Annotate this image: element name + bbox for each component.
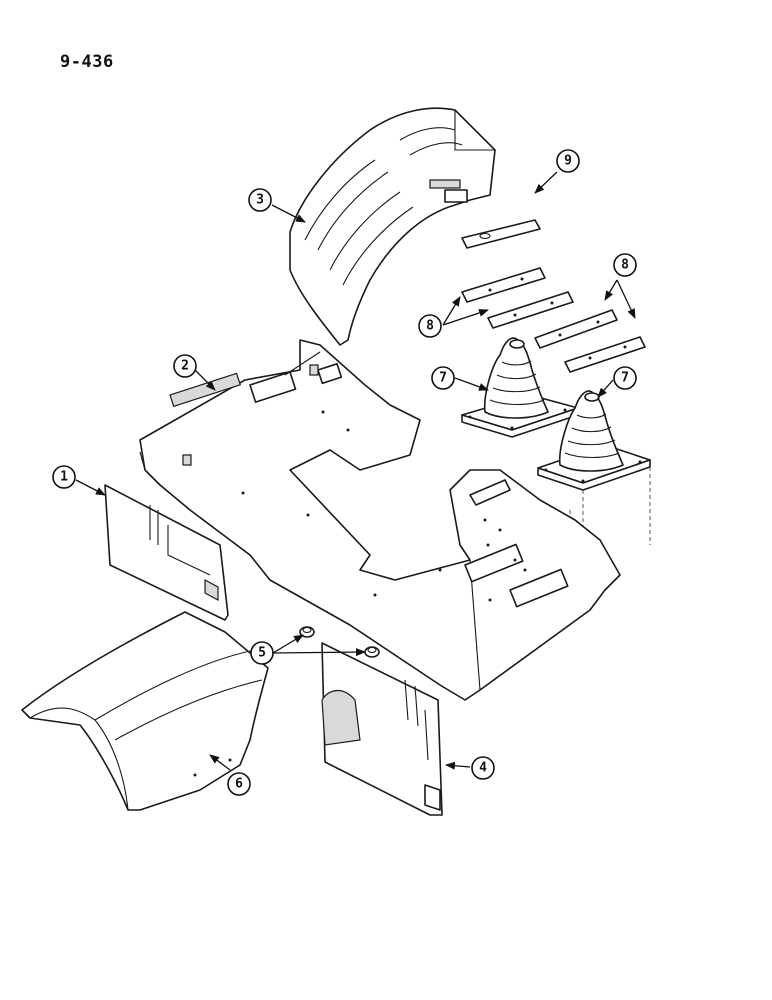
part-3-curved-cover	[289, 107, 496, 346]
svg-text:8: 8	[426, 319, 434, 334]
part-7-boot-left	[461, 337, 579, 438]
callout-5: 5	[250, 641, 274, 665]
part-2-floor-plate	[139, 339, 621, 701]
svg-text:3: 3	[256, 193, 264, 208]
svg-text:4: 4	[479, 761, 487, 776]
callout-6: 6	[227, 772, 251, 796]
callout-8-left: 8	[418, 314, 442, 338]
callout-4: 4	[471, 756, 495, 780]
part-4-side-panel	[321, 642, 443, 816]
leader-lines	[75, 171, 636, 771]
callout-9: 9	[556, 149, 580, 173]
svg-text:7: 7	[621, 371, 629, 386]
callout-7-left: 7	[431, 366, 455, 390]
svg-text:7: 7	[439, 371, 447, 386]
callout-3: 3	[248, 188, 272, 212]
callout-7-right: 7	[613, 366, 637, 390]
part-8-strips	[461, 267, 646, 373]
svg-text:1: 1	[60, 470, 68, 485]
svg-text:5: 5	[258, 646, 266, 661]
part-6-tunnel-cover	[21, 611, 269, 811]
part-1-side-panel	[104, 484, 229, 621]
part-5-grommets	[299, 626, 380, 658]
svg-text:6: 6	[235, 777, 243, 792]
svg-text:2: 2	[181, 359, 189, 374]
part-9-strip	[461, 219, 541, 249]
svg-text:8: 8	[621, 258, 629, 273]
svg-text:9: 9	[564, 154, 572, 169]
callout-2: 2	[173, 354, 197, 378]
callout-1: 1	[52, 465, 76, 489]
page-number: 9-436	[60, 52, 114, 72]
callout-8-right: 8	[613, 253, 637, 277]
